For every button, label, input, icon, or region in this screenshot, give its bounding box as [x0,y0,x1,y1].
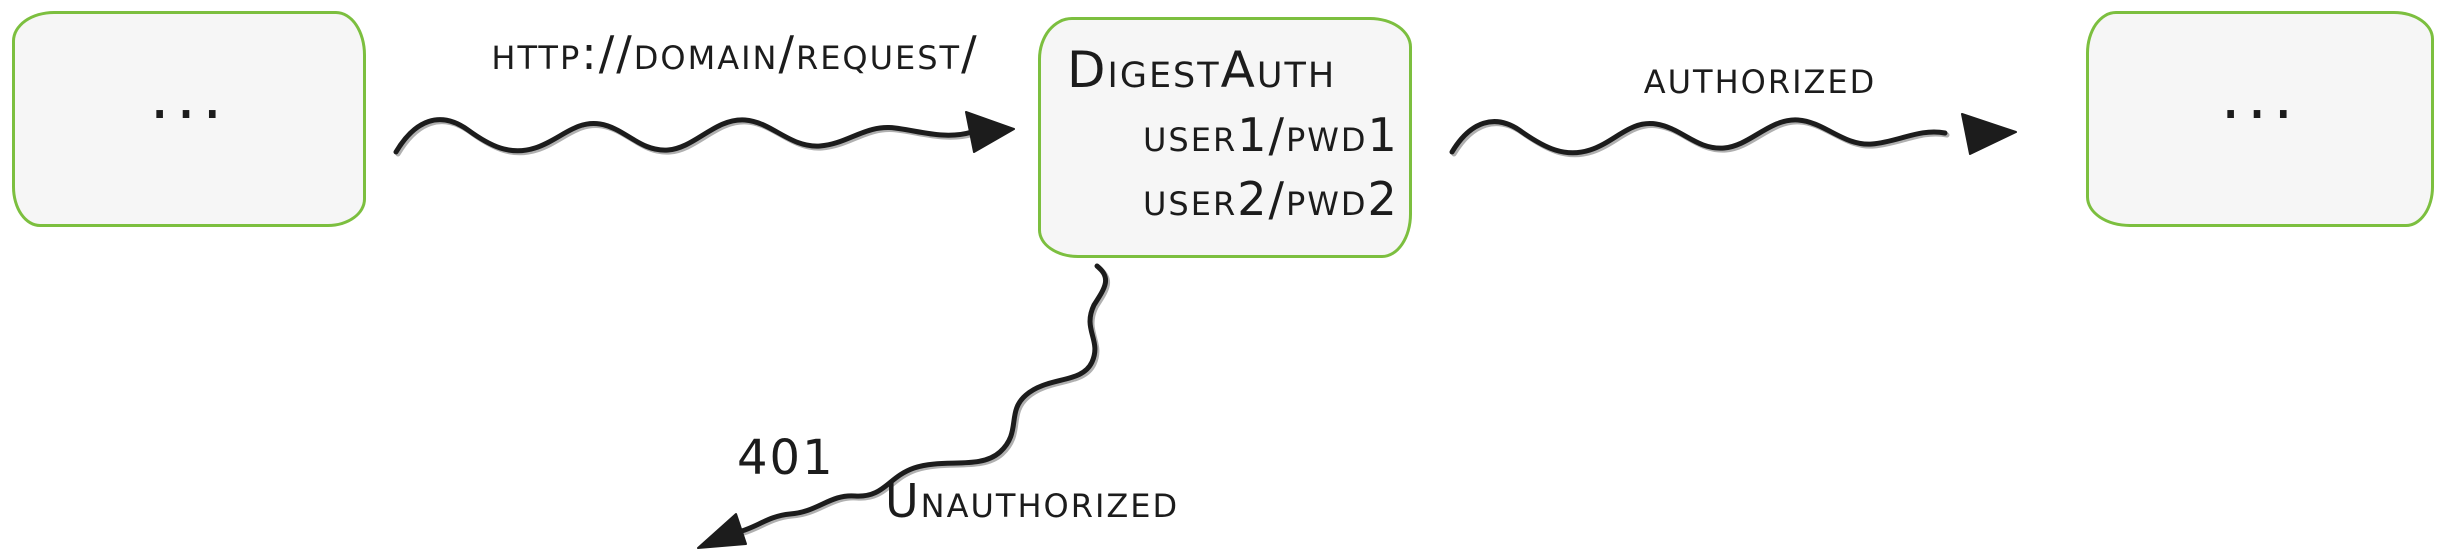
arrowhead-down-left-icon [697,513,747,549]
request-url-label: http://domain/request/ [491,26,979,80]
request-arrow [393,111,1015,154]
authorized-label: authorized [1643,50,1877,104]
authorized-arrow [1449,113,2017,155]
unauthorized-arrow [697,263,1108,549]
node-client-left: ... [12,11,366,227]
node-client-right: ... [2086,11,2434,227]
node-digest-auth: DigestAuth user1/pwd1 user2/pwd2 [1038,17,1412,258]
credential-line-1: user1/pwd1 [1143,108,1399,162]
unauthorized-label: Unauthorized [885,474,1180,528]
status-code-label: 401 [737,430,835,486]
node-client-right-label: ... [2220,60,2300,134]
arrowhead-right-icon [1961,113,2017,155]
digest-auth-title: DigestAuth [1067,41,1337,99]
credential-line-2: user2/pwd2 [1143,172,1399,226]
credentials-list: user1/pwd1 user2/pwd2 [1143,103,1409,231]
node-client-left-label: ... [149,60,229,134]
arrowhead-right-icon [965,111,1015,153]
